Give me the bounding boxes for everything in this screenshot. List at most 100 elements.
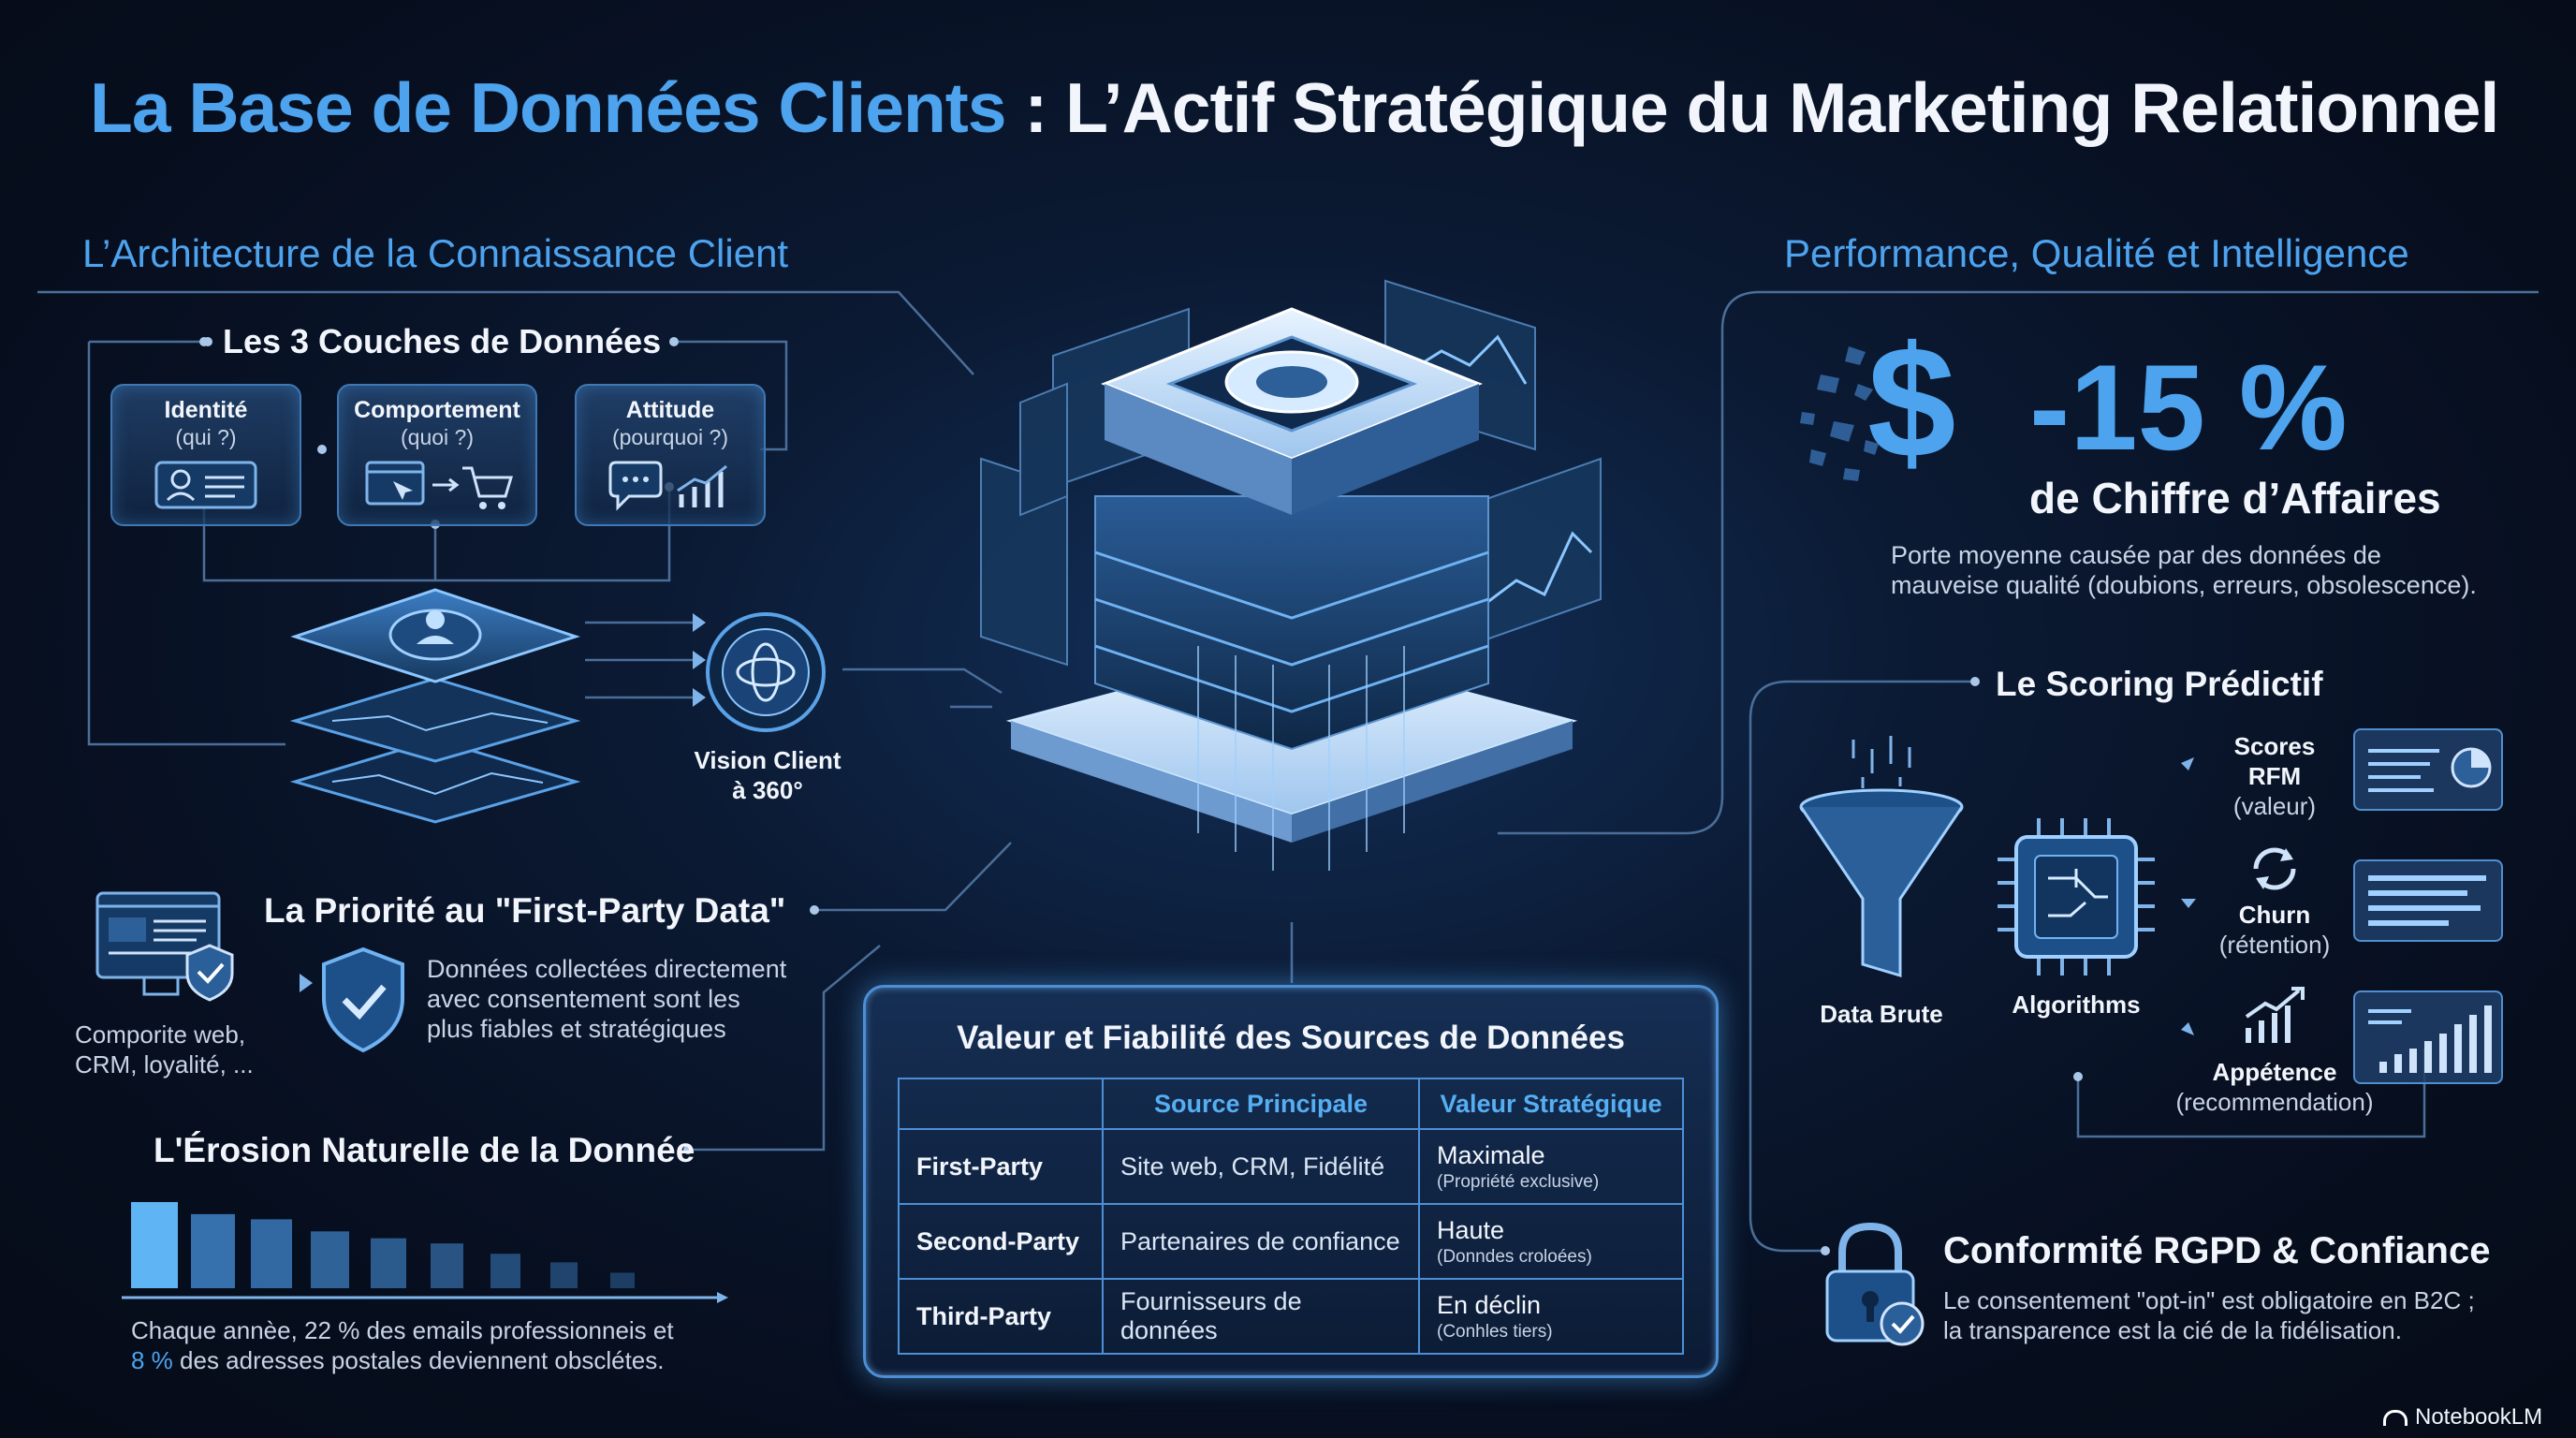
erosion-bar [251,1219,292,1288]
layer-name: Comportement [354,397,520,423]
first-party-desc-2: avec consentement sont les [427,985,740,1013]
row-value-cell: Maximale(Propriété exclusive) [1418,1128,1684,1205]
notebooklm-brand: NotebookLM [2383,1404,2542,1431]
erosion-bar [311,1231,349,1288]
erosion-bar [131,1202,178,1288]
chat-chart-icon [608,461,727,511]
row-value-cell: En déclin(Conhles tiers) [1418,1278,1684,1355]
row-type: Third-Party [898,1278,1104,1355]
bar-chart-icon [2368,1005,2492,1073]
data-sources-table: Source Principale Valeur Stratégique Fir… [898,1078,1684,1355]
rgpd-title: Conformité RGPD & Confiance [1943,1230,2491,1271]
score-churn-line1: Churn [2238,901,2311,929]
score-rfm-line1: Scores [2233,732,2316,760]
erosion-title: L'Érosion Naturelle de la Donnée [154,1131,695,1169]
table-header [898,1078,1104,1130]
row-value-cell: Haute(Donndes croloées) [1418,1203,1684,1280]
erosion-desc-rest: des adresses postales deviennent obsclét… [172,1346,665,1374]
data-brute-label: Data Brute [1820,1000,1943,1028]
layer-sub: (pourquoi ?) [611,425,729,449]
erosion-bar-chart [122,1202,728,1303]
vision-label-line2: à 360° [732,776,803,804]
score-appetence-line1: Appétence [2212,1058,2337,1086]
layers-title: Les 3 Couches de Données [223,322,662,360]
revenue-loss-desc-1: Porte moyenne causée par des données de [1891,541,2381,569]
brand-label: NotebookLM [2415,1404,2543,1430]
shield-check-icon [322,946,404,1053]
algorithms-label: Algorithms [2012,990,2141,1019]
row-source: Site web, CRM, Fidélité [1102,1128,1420,1205]
table-header-row: Source Principale Valeur Stratégique [898,1078,1684,1130]
first-party-sources-2: CRM, loyalité, ... [75,1050,254,1078]
first-party-sources-1: Comporite web, [75,1020,246,1049]
row-type: First-Party [898,1128,1104,1205]
notebooklm-logo-icon [2383,1410,2408,1427]
table-row: Second-Party Partenaires de confiance Ha… [898,1203,1684,1280]
score-appetence-line2: (recommendation) [2175,1088,2374,1116]
row-value: Maximale [1437,1140,1545,1169]
erosion-bar [191,1213,235,1288]
row-type: Second-Party [898,1203,1104,1280]
scoring-title: Le Scoring Prédictif [1996,665,2323,703]
table-row: First-Party Site web, CRM, Fidélité Maxi… [898,1128,1684,1205]
score-screen-chart [2353,990,2503,1084]
funnel-icon [1799,736,1964,978]
vision-label-line1: Vision Client [694,746,842,774]
table-title: Valeur et Fiabilité des Sources de Donné… [957,1020,1625,1056]
row-source: Fournisseurs de données [1102,1278,1420,1355]
score-screen-pie [2353,728,2503,811]
table-header-source: Source Principale [1102,1078,1420,1130]
erosion-bar [550,1262,578,1288]
data-layers-stack [289,588,581,824]
title-rest: : L’Actif Stratégique du Marketing Relat… [1005,68,2499,147]
revenue-loss-label: de Chiffre d’Affaires [2029,474,2441,522]
algorithm-chip-icon [1998,818,2155,976]
broken-pieces-icon [1800,346,1879,481]
first-party-desc-1: Données collectées directement [427,955,787,983]
refresh-icon [2253,847,2296,890]
row-note: (Donndes croloées) [1437,1246,1592,1267]
score-rfm-line3: (valeur) [2232,792,2317,820]
layer-card-attitude: Attitude (pourquoi ?) [575,384,766,526]
row-source: Partenaires de confiance [1102,1203,1420,1280]
monitor-shield-icon [95,891,234,1002]
list-bars-icon [2368,875,2486,926]
rgpd-desc-2: la transparence est la cié de la fidélis… [1943,1316,2402,1344]
first-party-desc-3: plus fiables et stratégiques [427,1015,726,1043]
vision-360-icon [706,612,826,732]
id-card-icon [154,461,257,509]
layer-card-identity: Identité (qui ?) [110,384,301,526]
layer-sub: (qui ?) [175,425,237,449]
erosion-desc-2: 8 % des adresses postales deviennent obs… [131,1346,664,1375]
erosion-bar [610,1272,635,1288]
cart-icon [365,461,514,509]
title-highlight: La Base de Données Clients [90,68,1006,147]
central-database-server [980,279,1602,871]
erosion-desc-1: Chaque annèe, 22 % des emails profession… [131,1316,674,1344]
row-note: (Propriété exclusive) [1437,1171,1600,1192]
erosion-bar [371,1238,406,1288]
erosion-bar [490,1254,520,1288]
growth-chart-icon [2245,987,2305,1043]
score-churn-line2: (rétention) [2218,931,2331,959]
revenue-loss-stat: -15 % [2029,339,2348,476]
score-rfm-line2: RFM [2247,762,2302,790]
page-title: La Base de Données Clients : L’Actif Str… [90,67,2499,148]
row-value: En déclin [1437,1290,1542,1319]
right-section-title: Performance, Qualité et Intelligence [1784,231,2409,275]
layer-card-behaviour: Comportement (quoi ?) [337,384,537,526]
score-screen-bars [2353,859,2503,942]
lock-check-icon [1825,1222,1925,1346]
dollar-symbol: $ [1867,314,1956,492]
data-sources-table-panel: Valeur et Fiabilité des Sources de Donné… [863,985,1719,1378]
layer-name: Attitude [625,397,715,423]
pie-chart-icon [2368,747,2492,792]
layer-name: Identité [164,397,248,423]
layer-sub: (quoi ?) [401,425,474,449]
revenue-loss-desc-2: mauveise qualité (doubions, erreurs, obs… [1891,571,2477,599]
first-party-title: La Priorité au "First-Party Data" [264,891,786,930]
row-note: (Conhles tiers) [1437,1321,1553,1342]
erosion-bar [431,1243,463,1288]
table-row: Third-Party Fournisseurs de données En d… [898,1278,1684,1355]
